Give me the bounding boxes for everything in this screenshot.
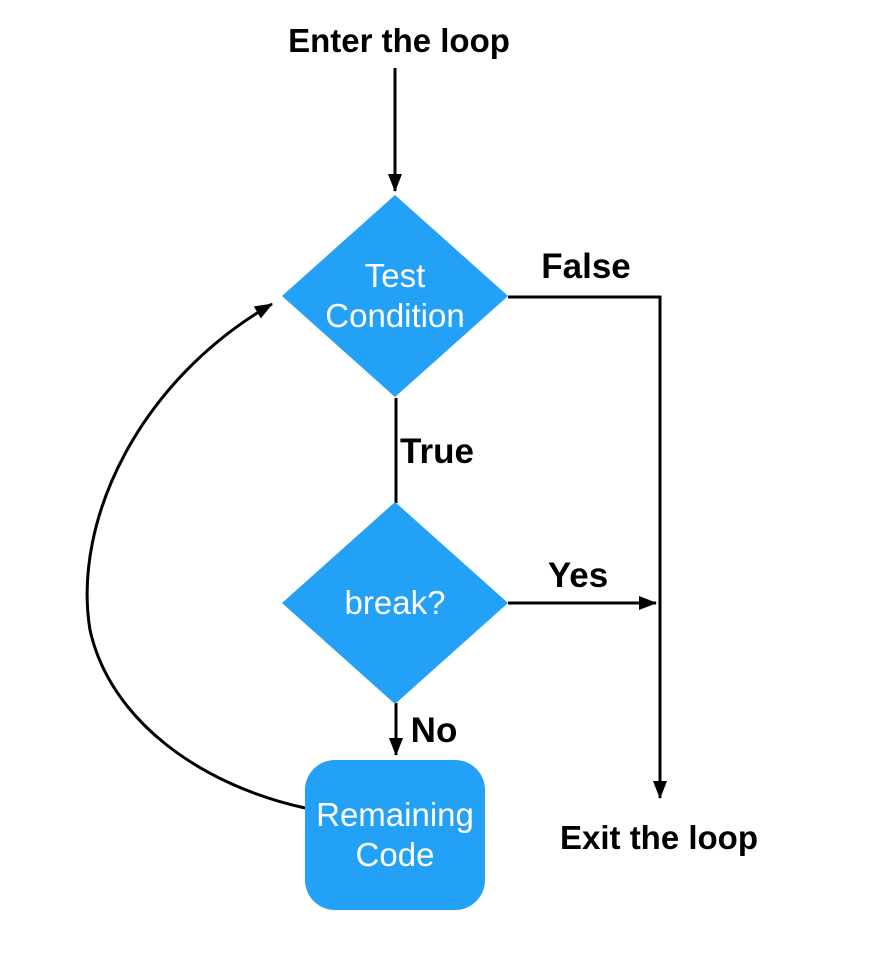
- exit-label: Exit the loop: [560, 819, 758, 856]
- break-check-text: break?: [344, 584, 446, 621]
- node-remaining-code: Remaining Code: [305, 760, 485, 910]
- false-label: False: [541, 247, 631, 286]
- remaining-code-text: Remaining Code: [316, 796, 474, 873]
- loop-back-arrow: [85, 302, 306, 810]
- false-exit-arrow: [508, 295, 667, 799]
- enter-label: Enter the loop: [288, 22, 510, 59]
- true-label: True: [400, 432, 474, 471]
- test-condition-text: Test Condition: [325, 257, 465, 334]
- yes-label: Yes: [547, 556, 609, 595]
- no-label: No: [410, 711, 458, 750]
